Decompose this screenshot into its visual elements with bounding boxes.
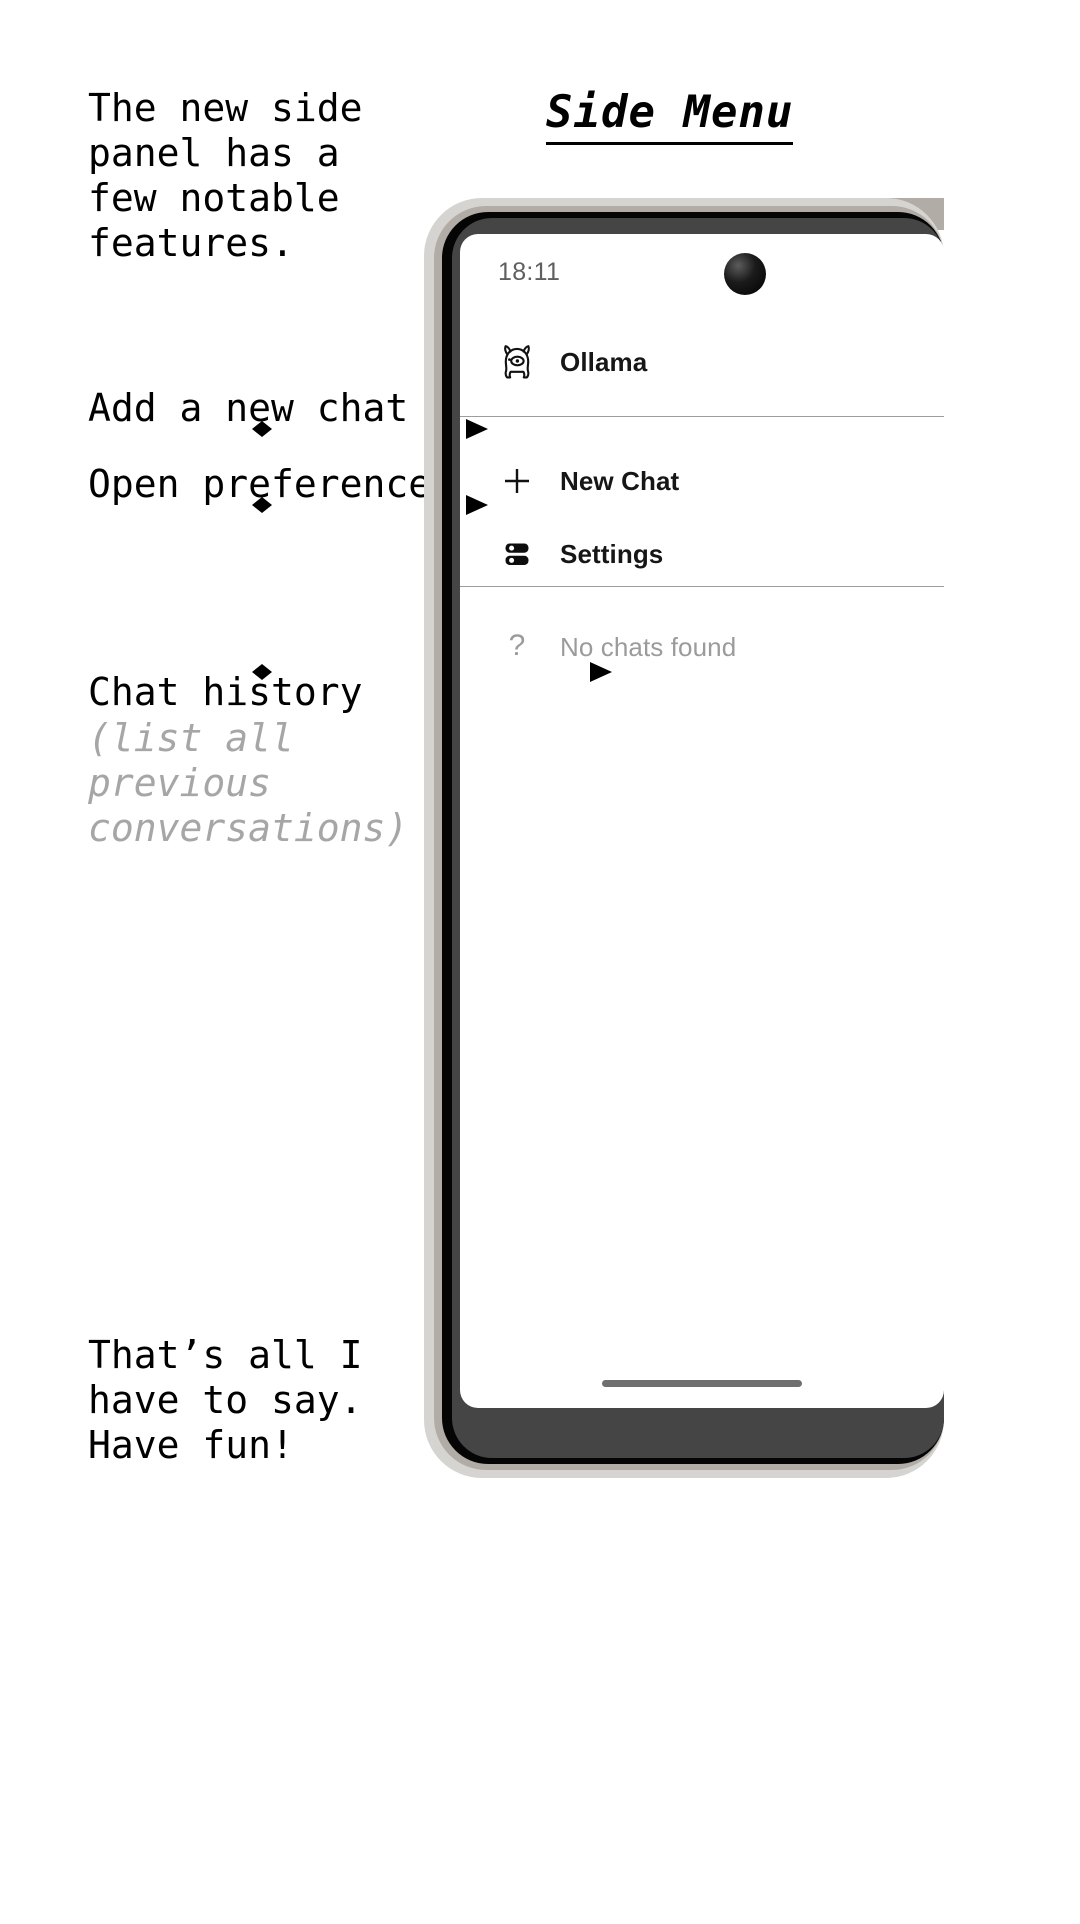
chat-history-empty-row: ? No chats found xyxy=(460,619,944,675)
divider-bottom xyxy=(460,586,944,587)
plus-icon xyxy=(494,465,540,497)
sidebar-item-new-chat-label: New Chat xyxy=(560,465,680,496)
question-mark-icon: ? xyxy=(494,630,540,664)
sidebar-item-new-chat[interactable]: New Chat xyxy=(460,453,944,509)
divider-top xyxy=(460,416,944,417)
sidebar-brand-row: Ollama xyxy=(460,334,944,390)
annotation-chat-history-detail: (list all previous conversations) xyxy=(88,716,409,850)
settings-icon xyxy=(494,538,540,570)
home-indicator-bar[interactable] xyxy=(602,1380,802,1387)
annotation-new-chat: Add a new chat xyxy=(88,386,409,430)
front-camera-punchhole-icon xyxy=(724,253,766,295)
annotation-outro: That’s all I have to say. Have fun! xyxy=(88,1333,386,1467)
annotation-intro: The new side panel has a few notable fea… xyxy=(88,86,386,265)
sidebar-item-settings-label: Settings xyxy=(560,538,664,569)
page-title: Side Menu xyxy=(546,88,794,145)
status-bar: 18:11 xyxy=(460,234,944,312)
phone-mockup: 18:11 xyxy=(424,198,944,1478)
status-bar-clock: 18:11 xyxy=(498,258,561,286)
sidebar-item-settings[interactable]: Settings xyxy=(460,526,944,582)
annotation-chat-history: Chat history xyxy=(88,670,363,714)
ollama-llama-icon xyxy=(494,343,540,381)
sidebar-brand-label: Ollama xyxy=(560,346,648,377)
annotation-open-preferences: Open preferences xyxy=(88,462,455,506)
svg-text:?: ? xyxy=(509,630,526,662)
phone-screen: 18:11 xyxy=(460,234,944,1408)
chat-history-empty-label: No chats found xyxy=(560,631,737,662)
